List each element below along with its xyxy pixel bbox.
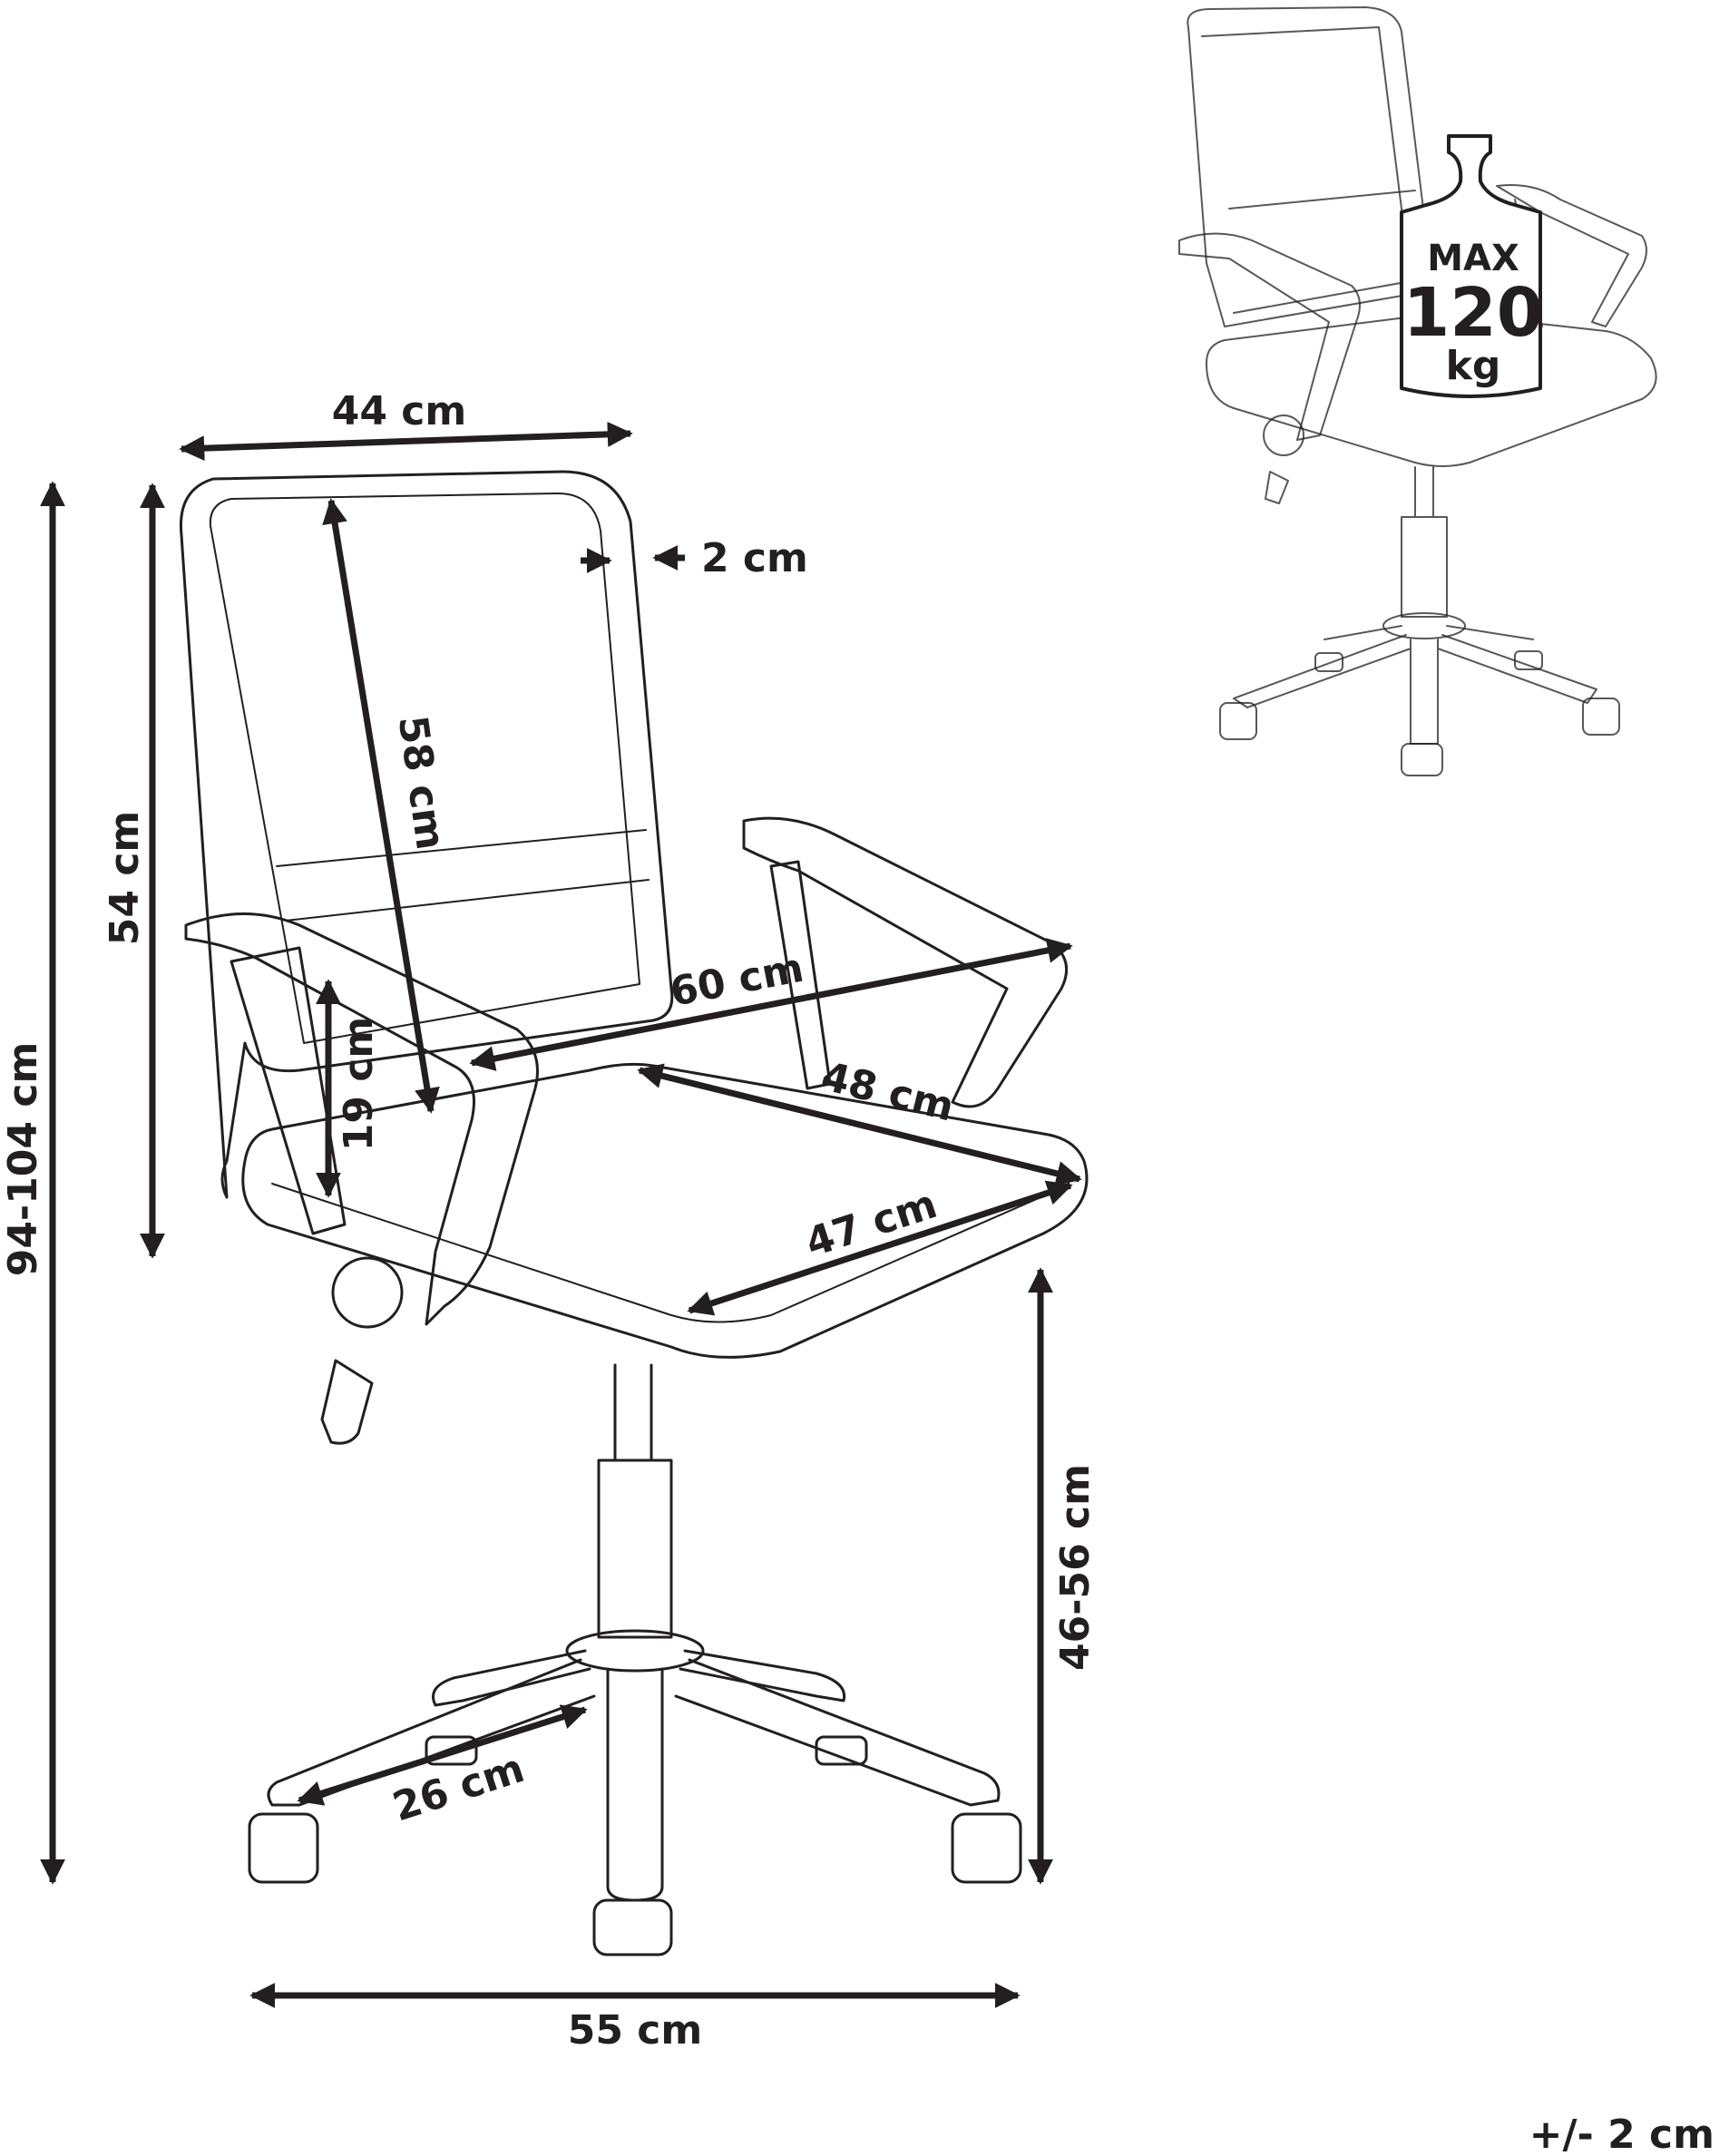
label-backrest-width: 44 cm	[332, 388, 466, 434]
label-armrest-height: 19 cm	[336, 1017, 382, 1151]
left-armrest-knob	[331, 1256, 404, 1329]
dimension-arrows	[40, 421, 1082, 2008]
weight-badge-line1: MAX	[1427, 238, 1519, 279]
gas-lift-upper	[613, 1363, 653, 1462]
label-seat-height: 46-56 cm	[1052, 1464, 1099, 1671]
base-leg-back-right	[679, 1649, 846, 1702]
small-right-arm	[1496, 184, 1647, 327]
small-backrest-inner	[1201, 26, 1412, 314]
small-caster-back-right	[1514, 650, 1543, 670]
arrow-backrest-height	[322, 498, 440, 1114]
backrest-seam-2	[285, 879, 650, 922]
small-caster-left	[1219, 702, 1257, 740]
seat-top-edge	[271, 1183, 1062, 1323]
base-leg-back-left	[432, 1649, 591, 1707]
small-hub	[1382, 612, 1466, 639]
small-gas-lift	[1401, 466, 1448, 618]
weight-badge-shape	[1400, 134, 1542, 398]
left-armrest-post	[230, 946, 347, 1235]
base-hub	[565, 1629, 705, 1673]
label-frame-thickness: 2 cm	[701, 535, 808, 581]
small-knob	[1263, 415, 1304, 456]
label-tolerance: +/- 2 cm	[1529, 2112, 1714, 2156]
label-overall-width: 60 cm	[666, 945, 806, 1016]
small-caster-front	[1401, 743, 1443, 776]
backrest-seam-1	[276, 829, 647, 867]
arrow-overall-width	[469, 938, 1073, 1071]
label-backrest-height: 58 cm	[389, 713, 454, 853]
caster-back-right	[815, 1735, 868, 1766]
caster-left	[248, 1812, 319, 1884]
tilt-lever	[320, 1359, 374, 1445]
small-chair-drawing	[1178, 6, 1657, 776]
arrow-seat-depth	[637, 1063, 1082, 1186]
small-seat	[1206, 312, 1657, 467]
arrow-seat-width	[687, 1180, 1073, 1316]
small-lever	[1265, 471, 1289, 504]
weight-badge-line3: kg	[1446, 343, 1501, 389]
main-chair-drawing	[179, 470, 1089, 1956]
arrow-backrest-width	[179, 421, 633, 462]
weight-limit-badge: MAX 120 kg	[1400, 134, 1543, 398]
label-back-height: 54 cm	[102, 811, 148, 945]
small-seam	[1228, 190, 1416, 210]
base-leg-left	[267, 1658, 596, 1807]
base-leg-front	[606, 1667, 664, 1902]
weight-badge-line2: 120	[1403, 274, 1543, 352]
label-leg-length: 26 cm	[387, 1745, 530, 1830]
caster-right	[951, 1812, 1022, 1884]
base-leg-right	[674, 1658, 1001, 1807]
gas-lift-lower	[597, 1458, 673, 1639]
small-left-arm	[1178, 232, 1361, 441]
dimension-labels: 44 cm 2 cm 58 cm 54 cm 94-104 cm 19 cm 6…	[0, 388, 1714, 2156]
small-backrest	[1187, 6, 1434, 327]
small-legs	[1233, 625, 1597, 745]
arrow-leg-length	[297, 1704, 588, 1806]
label-total-height: 94-104 cm	[0, 1042, 46, 1277]
caster-front	[592, 1898, 673, 1956]
small-caster-back-left	[1314, 652, 1343, 672]
small-caster-right	[1582, 698, 1620, 736]
label-base-width: 55 cm	[568, 2007, 702, 2054]
backrest-mesh	[209, 493, 640, 1044]
